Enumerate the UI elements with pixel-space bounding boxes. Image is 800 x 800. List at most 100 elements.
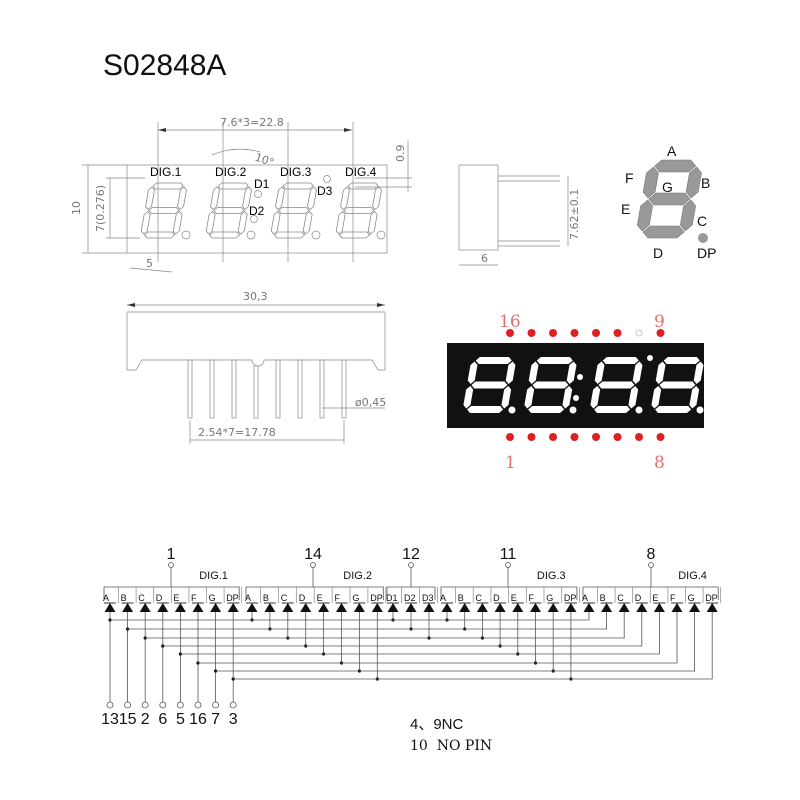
photo-decimal-point (569, 406, 577, 414)
digit-label-3: DIG.3 (280, 165, 312, 179)
photo-digit-4 (651, 357, 704, 413)
segment-pin-terminal (229, 701, 237, 709)
pin-dot-top (527, 329, 536, 337)
photo-dot (647, 355, 653, 361)
side-body (458, 164, 499, 251)
segment-label: B (458, 593, 464, 603)
common-pin-label: 14 (304, 546, 322, 563)
photo-decimal-point (696, 406, 704, 414)
segment-bus-line (162, 612, 643, 647)
note-no-pin: 10 NO PIN (410, 738, 492, 754)
segment-e (590, 386, 601, 409)
segment-b (307, 186, 317, 211)
pin-label-16: 16 (499, 312, 521, 332)
pin (319, 359, 325, 419)
photo-decimal-point (635, 406, 643, 414)
segment-g (598, 381, 635, 389)
segment-a (602, 357, 639, 364)
diode-g (353, 603, 365, 612)
segment-key-label-f: F (625, 170, 634, 186)
diode-dp (706, 603, 718, 612)
depth-dimension: 6 (481, 252, 488, 265)
digit-name-label: DIG.4 (678, 570, 707, 582)
angle-dimension: 10° (253, 151, 276, 170)
segment-e (463, 386, 474, 409)
pin-dot-bottom (570, 433, 579, 441)
segment-label: E (511, 593, 517, 603)
pin-label-9: 9 (654, 312, 665, 332)
segment-e (205, 210, 216, 235)
common-pin-terminal (505, 562, 511, 568)
pin-dot-top (592, 329, 600, 337)
segment-pin-terminal (159, 701, 167, 709)
segment-bus-line (215, 612, 695, 672)
segment-pin-label: 6 (158, 711, 167, 728)
segment-c (237, 210, 248, 235)
segment-label: E (317, 593, 323, 603)
photo-colon-dot (573, 395, 579, 401)
pin (187, 359, 193, 419)
segment-bus-line (127, 612, 607, 630)
pin-dot-bottom (613, 433, 622, 441)
diode-b (459, 603, 471, 612)
segment-c (367, 210, 378, 235)
diode-b (601, 603, 613, 612)
diode-d (157, 603, 169, 612)
digit-label-4: DIG.4 (345, 165, 377, 179)
segment-b (372, 186, 382, 211)
segment-key-label-a: A (667, 143, 677, 159)
diode-f (671, 603, 683, 612)
segment-label: C (475, 593, 482, 603)
segment-pin-terminal (141, 701, 149, 709)
diode-b (264, 603, 276, 612)
segment-label: B (600, 593, 606, 603)
segment-label: F (529, 593, 535, 603)
common-pin-terminal (310, 562, 316, 568)
common-pin-terminal (408, 562, 414, 568)
segment-e (335, 210, 346, 235)
segment-label: C (617, 593, 624, 603)
diode-e (174, 603, 186, 612)
segment-pin-label: 2 (141, 711, 150, 728)
pin-dot-bottom (527, 433, 536, 441)
pin-dot-top (570, 329, 579, 337)
segment-d (208, 231, 241, 239)
segment-a (282, 182, 314, 190)
segment-a (654, 159, 697, 173)
diode-a (104, 603, 116, 612)
segment-c (501, 386, 512, 409)
common-pin-label: 1 (167, 546, 176, 563)
segment-key-dp (698, 233, 708, 243)
height-dimension: 10 (70, 201, 83, 215)
segment-label: G (209, 593, 216, 603)
segment-pin-label: 15 (119, 711, 137, 728)
segment-label: F (191, 593, 197, 603)
segment-label: F (670, 593, 676, 603)
photo-decimal-point (508, 406, 516, 414)
segment-a (217, 182, 249, 190)
segment-pin-label: 16 (189, 711, 207, 728)
diode-c (618, 603, 630, 612)
diode-dp (371, 603, 383, 612)
segment-bus-line (145, 612, 625, 639)
segment-label: C (138, 593, 145, 603)
segment-label: E (652, 593, 658, 603)
digit-outline-1 (140, 182, 187, 239)
segment-label: B (263, 593, 269, 603)
segment-bus-line (110, 612, 590, 621)
colon-dot-d1 (254, 190, 262, 198)
segment-e (270, 210, 281, 235)
segment-b (505, 361, 516, 384)
segment-g (471, 381, 508, 389)
pin-dot-bottom (635, 433, 643, 441)
segment-f (594, 361, 605, 384)
segment-label: G (546, 593, 553, 603)
segment-f (655, 361, 666, 384)
diode-e (653, 603, 665, 612)
segment-pin-terminal (194, 701, 202, 709)
part-number-title: S02848A (103, 49, 226, 82)
segment-label: D (493, 593, 500, 603)
segment-d (273, 231, 306, 239)
segment-label: G (688, 593, 695, 603)
